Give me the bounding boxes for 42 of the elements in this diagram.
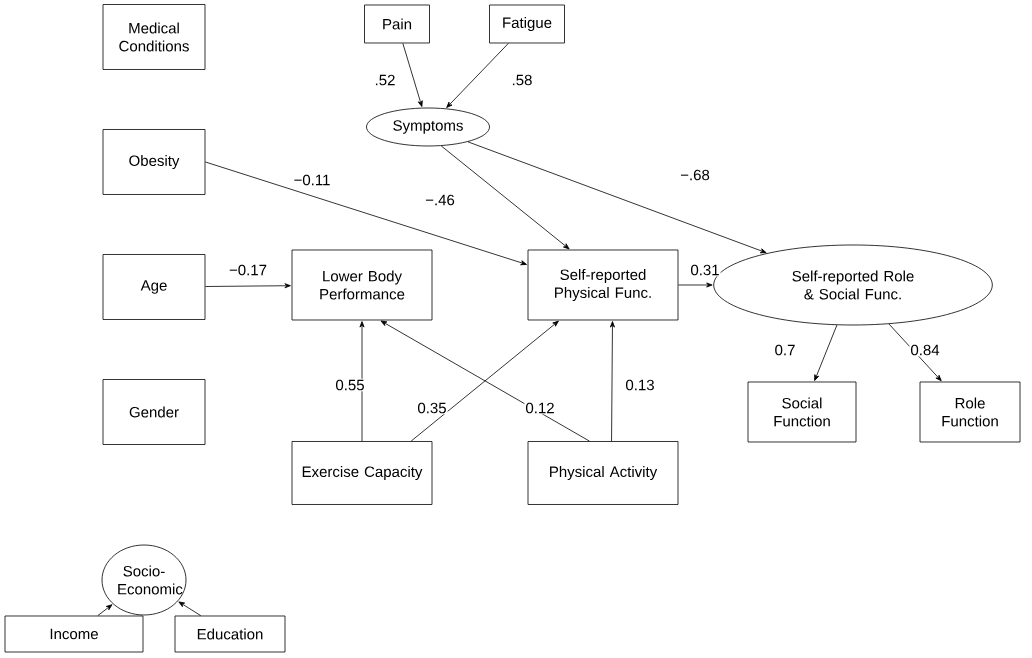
edge-label: −.68 (679, 168, 711, 182)
variable-box: Income (4, 615, 144, 653)
edge-label: −.46 (424, 193, 456, 207)
variable-box: Education (174, 615, 286, 653)
edge-label: .58 (510, 73, 534, 87)
variable-box: Social Function (747, 381, 857, 443)
arrow (380, 320, 590, 442)
arrow (97, 604, 113, 616)
edge-label: −0.11 (292, 173, 332, 187)
edge-label: 0.31 (689, 263, 721, 277)
variable-box: Lower Body Performance (291, 249, 433, 321)
variable-box: Age (102, 254, 206, 320)
arrow (359, 321, 365, 442)
arrow (205, 161, 527, 266)
arrow (446, 43, 509, 108)
arrow (402, 43, 423, 107)
edge-label: 0.55 (334, 378, 366, 392)
variable-box: Medical Conditions (102, 4, 206, 70)
variable-box: Role Function (919, 381, 1021, 443)
arrow (888, 323, 942, 382)
edge-label: 0.7 (773, 343, 797, 357)
arrow (467, 141, 767, 254)
variable-box: Exercise Capacity (291, 441, 433, 505)
arrow (440, 145, 570, 250)
arrow (205, 283, 291, 289)
variable-box: Pain (364, 4, 430, 44)
arrow (678, 282, 713, 288)
arrow (410, 320, 559, 442)
edge-label: 0.12 (524, 401, 556, 415)
edge-label: −0.17 (228, 263, 268, 277)
variable-box: Gender (102, 379, 206, 445)
edge-label: 0.13 (624, 378, 656, 392)
edge-label: .52 (373, 73, 397, 87)
variable-box: Physical Activity (527, 441, 679, 505)
variable-box: Obesity (102, 129, 206, 195)
edge-label: 0.84 (909, 343, 941, 357)
edge-label: 0.35 (416, 401, 448, 415)
variable-box: Fatigue (489, 4, 565, 44)
arrow (814, 324, 838, 381)
arrow (609, 321, 615, 442)
variable-box: Self-reported Physical Func. (527, 249, 679, 321)
arrow (178, 601, 202, 616)
